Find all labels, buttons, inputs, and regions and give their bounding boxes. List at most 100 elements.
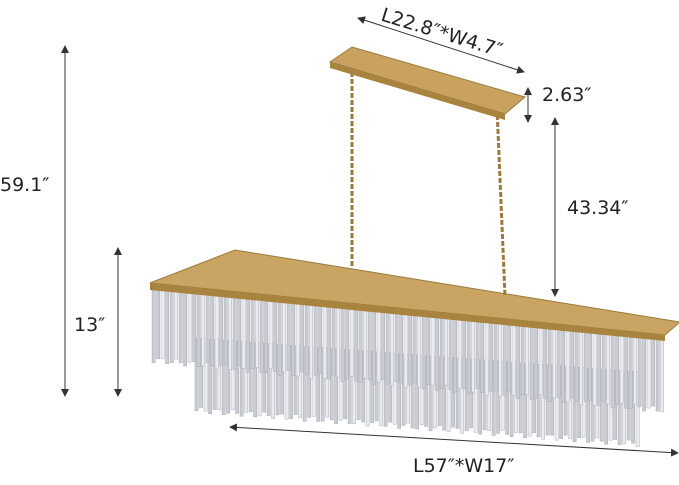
crystal-prism [601, 333, 606, 402]
crystal-prism [248, 341, 253, 413]
crystal-prism [556, 329, 561, 398]
crystal-prism [345, 308, 349, 379]
canopy-edge [330, 62, 505, 120]
crystal-prism [516, 325, 520, 399]
crystal-prism [327, 307, 331, 380]
crystal-prism [205, 295, 210, 363]
crystal-prism [255, 299, 259, 368]
crystal-prism [300, 304, 304, 373]
crystal-prism [151, 289, 156, 363]
crystal-prism [633, 337, 637, 405]
crystal-prism [250, 299, 255, 369]
crystal-prism [354, 309, 358, 382]
crystal-prism [588, 332, 592, 401]
crystal-prism [374, 351, 379, 422]
crystal-prism [320, 347, 325, 422]
crystal-prism [160, 290, 165, 359]
crystal-prism [462, 320, 466, 389]
crystal-prism [543, 328, 547, 399]
crystal-prism [358, 310, 363, 383]
crystal-prism [286, 303, 291, 371]
crystal-prism [471, 321, 475, 393]
arrow-body-length [229, 423, 679, 457]
crystal-prism [561, 329, 565, 403]
crystal-prism [430, 317, 435, 386]
crystal-prism [363, 310, 367, 379]
chain-length-label: 43.34″ [567, 197, 629, 219]
crystal-prism [502, 324, 507, 396]
crystal-prism [223, 296, 228, 365]
crystal-prism [212, 339, 217, 410]
crystal-prism [194, 337, 199, 411]
crystal-prism [628, 336, 633, 409]
crystal-prism [183, 292, 187, 367]
body-height-label: 13″ [74, 314, 106, 336]
crystal-prism [349, 309, 354, 377]
crystal-prism [615, 335, 619, 405]
crystal-prism [399, 314, 403, 383]
body-size-label: L57″*W17″ [413, 455, 515, 477]
frame-top [149, 249, 679, 336]
crystal-prism [637, 337, 642, 408]
crystal-prism [356, 350, 361, 420]
crystal-prism [165, 291, 169, 365]
crystal-prism [210, 295, 214, 366]
crystal-prism [221, 339, 226, 415]
crystal-prism [381, 312, 385, 380]
crystal-prism [196, 294, 201, 367]
crystal-prism [574, 331, 579, 402]
crystal-prism [302, 346, 307, 422]
crystal-prism [619, 335, 624, 404]
crystal-prism [235, 340, 239, 414]
crystal-prism [453, 319, 457, 393]
crystal-prism [361, 350, 365, 423]
crystal-prism [565, 330, 570, 403]
crystal-prism [228, 297, 232, 370]
crystal-prism [579, 331, 583, 406]
crystal-prism [610, 334, 615, 409]
frame-edge [150, 283, 665, 341]
crystal-prism [298, 345, 302, 418]
crystal-prism [408, 314, 412, 386]
crystal-prism [370, 351, 374, 423]
crystal-prism [237, 298, 241, 366]
crystal-prism [313, 305, 318, 376]
crystal-prism [201, 294, 205, 367]
crystal-prism [178, 292, 183, 364]
crystal-prism [547, 328, 552, 402]
crystal-prism [412, 315, 417, 383]
crystal-prism [552, 329, 556, 399]
crystal-prism [291, 303, 295, 376]
chain-right [495, 107, 507, 297]
crystal-prism [262, 342, 266, 413]
crystal-prism [421, 316, 426, 390]
crystal-prism [651, 338, 655, 407]
crystal-prism [266, 343, 271, 416]
crystal-prism [226, 340, 230, 414]
crystal-prism [309, 305, 313, 379]
crystal-prism [525, 326, 529, 395]
crystal-prism [316, 347, 320, 422]
crystal-prism [241, 298, 246, 369]
crystal-prism [331, 307, 336, 376]
crystal-prism [203, 338, 208, 412]
crystal-prism [624, 336, 628, 409]
crystal-prism [498, 323, 502, 397]
crystal-prism [388, 352, 392, 423]
crystal-prism [417, 315, 421, 388]
crystal-prism [329, 348, 334, 421]
crystal-prism [448, 318, 453, 391]
crystal-prism [169, 291, 174, 364]
crystal-prism [444, 318, 448, 386]
crystal-prism [318, 306, 322, 374]
crystal-prism [174, 292, 178, 360]
crystal-prism [277, 302, 282, 376]
crystal-prism [507, 324, 511, 393]
crystal-prism [275, 343, 280, 416]
crystal-prism [257, 342, 262, 417]
crystal-prism [246, 299, 250, 373]
crystal-prism [426, 316, 430, 386]
crystal-prism [295, 303, 300, 377]
crystal-prism [606, 334, 610, 405]
